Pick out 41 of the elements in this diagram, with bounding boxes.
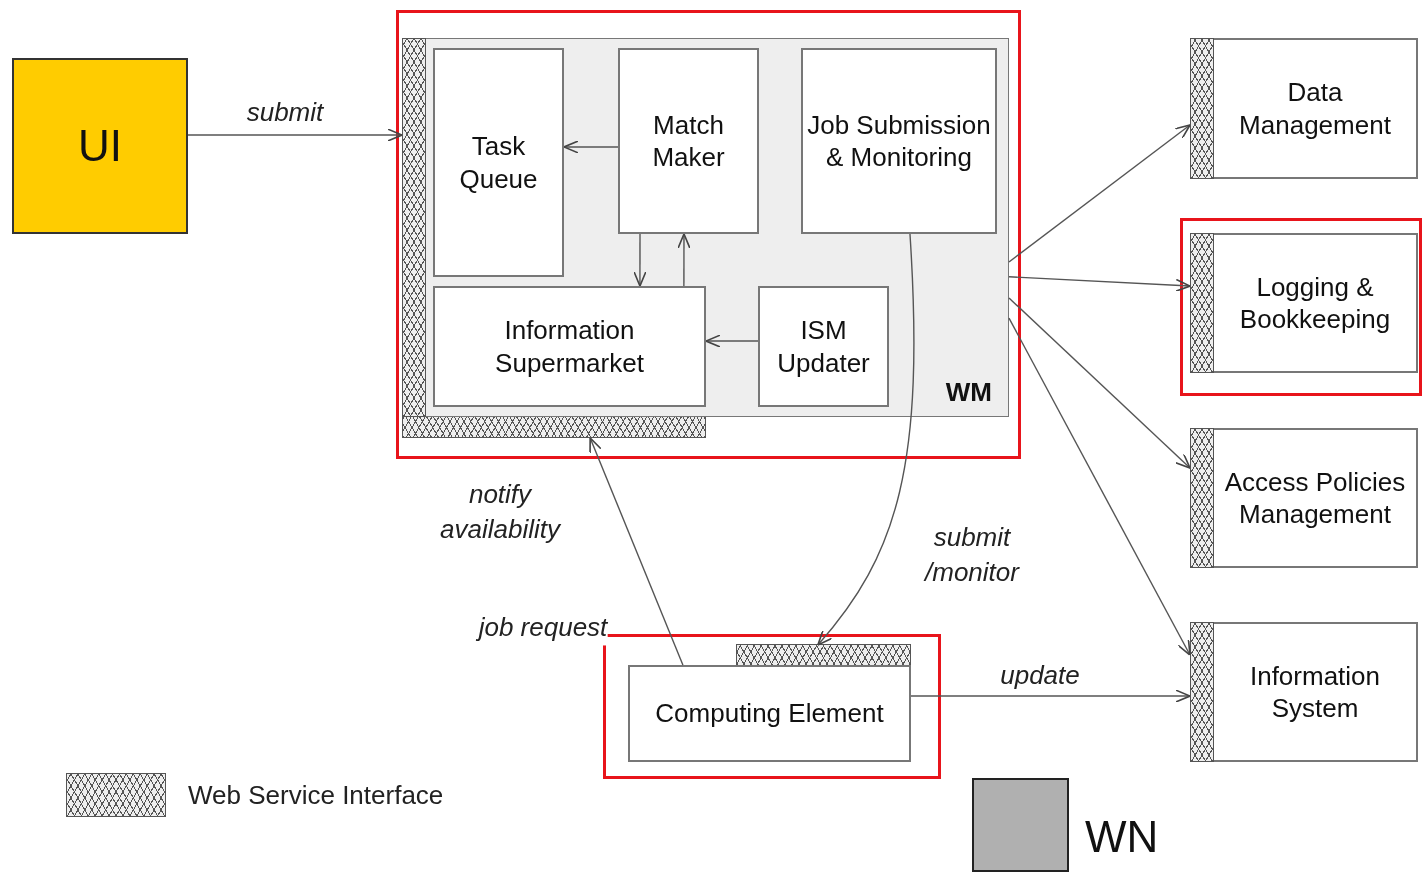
service-box bbox=[1190, 233, 1418, 373]
arrow bbox=[1008, 124, 1191, 263]
component-box bbox=[433, 286, 706, 407]
arrow bbox=[1008, 276, 1191, 292]
component-box bbox=[628, 665, 911, 762]
service-box bbox=[1190, 622, 1418, 762]
component-label: Information Supermarket bbox=[494, 314, 645, 379]
arrow bbox=[1008, 317, 1191, 656]
component-label: Task Queue bbox=[458, 130, 539, 195]
component-box bbox=[618, 48, 759, 234]
node-caption: WN bbox=[1085, 812, 1159, 862]
component-box bbox=[758, 286, 889, 407]
arrow bbox=[705, 334, 759, 348]
service-box bbox=[1190, 428, 1418, 568]
component-label: Data Management bbox=[1238, 76, 1392, 141]
node-box bbox=[972, 778, 1069, 872]
component-label: Logging & Bookkeeping bbox=[1238, 270, 1392, 336]
component-label: Information System bbox=[1248, 659, 1382, 725]
component-label: Computing Element bbox=[654, 697, 885, 730]
arrow bbox=[187, 128, 403, 142]
service-box bbox=[1190, 38, 1418, 179]
ui-box bbox=[12, 58, 188, 234]
arrow bbox=[910, 689, 1191, 703]
arrow bbox=[563, 140, 619, 154]
arrow bbox=[817, 233, 915, 646]
component-label: UI bbox=[77, 121, 123, 171]
arrow bbox=[633, 233, 647, 287]
highlight-frame bbox=[396, 10, 1021, 459]
component-group-box bbox=[402, 38, 1009, 417]
highlight-frame bbox=[1180, 218, 1422, 396]
arrow bbox=[1008, 297, 1191, 469]
component-box bbox=[433, 48, 564, 277]
component-label: Match Maker bbox=[651, 108, 726, 174]
component-box bbox=[801, 48, 997, 234]
arrow bbox=[677, 233, 691, 287]
component-label: Job Submission & Monitoring bbox=[806, 108, 992, 174]
group-label: WM bbox=[945, 377, 992, 408]
component-label: Access Policies Management bbox=[1223, 465, 1407, 531]
arrow bbox=[589, 437, 684, 666]
component-label: ISM Updater bbox=[776, 314, 871, 379]
legend-label: Web Service Interface bbox=[188, 779, 444, 811]
